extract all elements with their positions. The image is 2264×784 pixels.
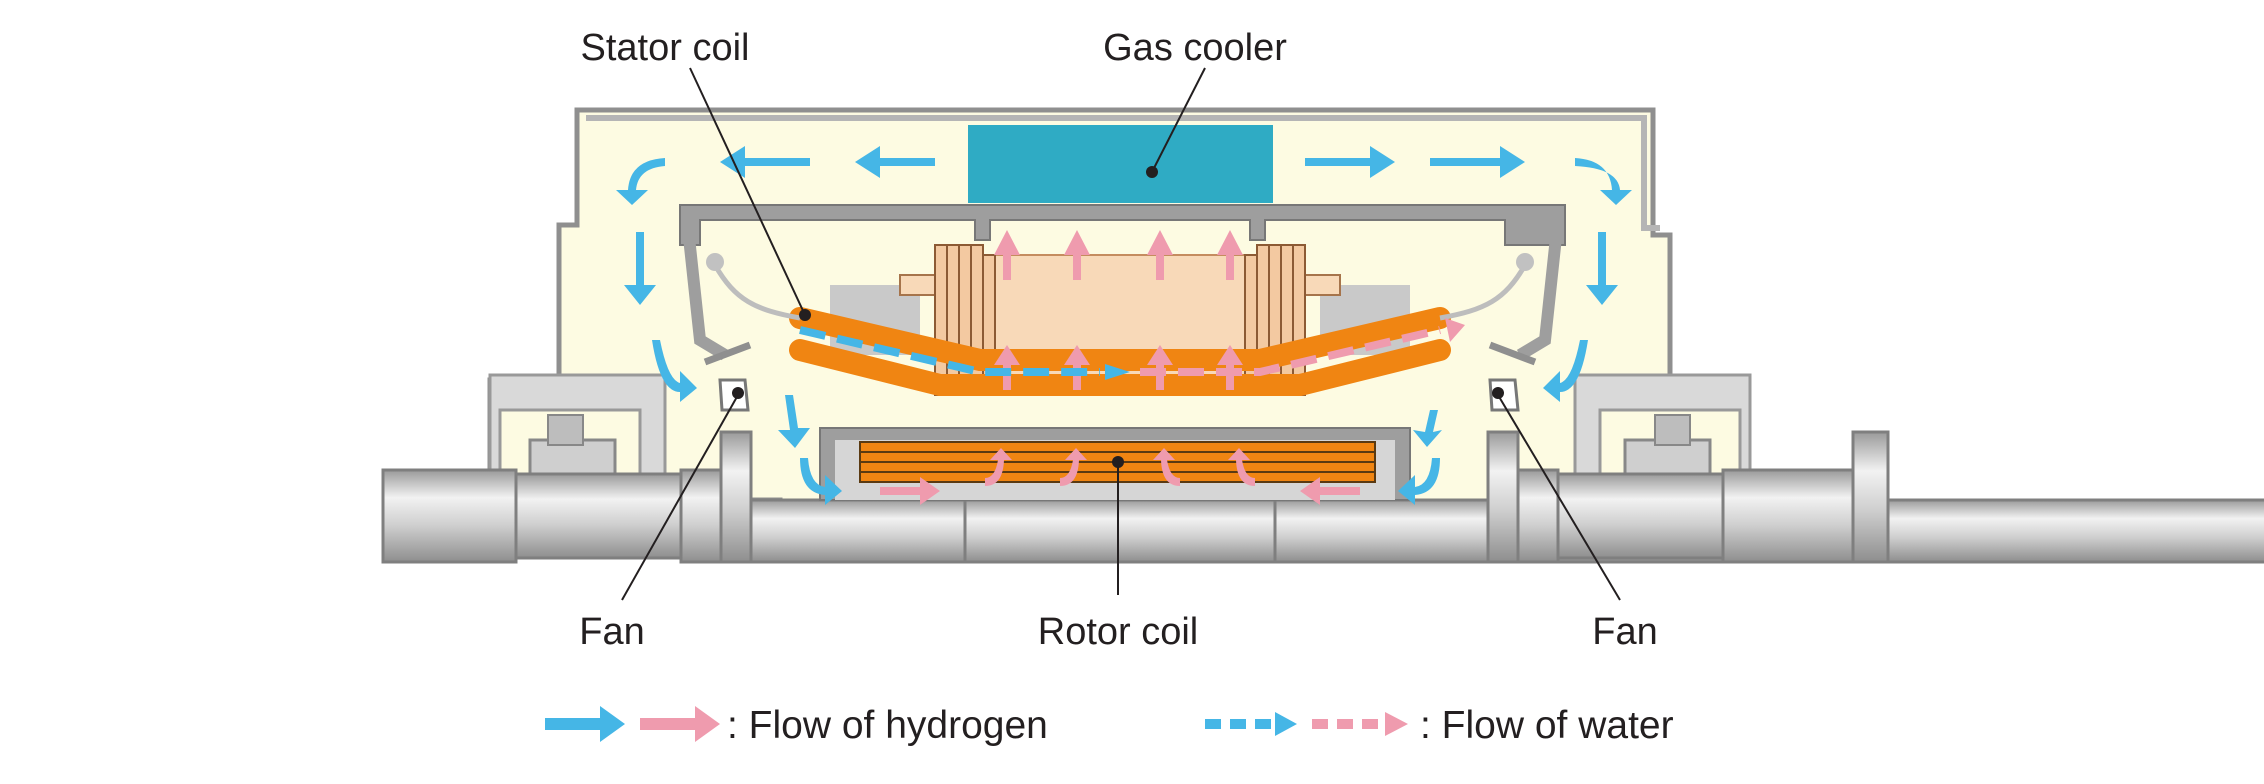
legend-water-label: : Flow of water (1420, 704, 1674, 747)
water-flow-blue-dashed (799, 326, 1130, 380)
arrow-fan-left-in (652, 340, 697, 402)
label-stator-coil: Stator coil (581, 27, 750, 69)
rotor-shaft (381, 430, 2264, 564)
arrow-down-right-curve (1575, 158, 1632, 205)
legend: : Flow of hydrogen : Flow of water (545, 704, 1674, 747)
stator-lead-left-dot (706, 253, 724, 271)
stator-coil (789, 307, 1451, 396)
arrow-down-left (624, 232, 656, 305)
legend-hydrogen-blue-arrow (545, 706, 625, 742)
arrow-left-1 (855, 146, 935, 178)
hydrogen-flow-pink-arrows (880, 230, 1360, 505)
fan-left-dot (732, 387, 744, 399)
arrow-down-right (1586, 232, 1618, 305)
arrow-left-2 (720, 146, 810, 178)
arrow-right-1 (1305, 146, 1395, 178)
stator-lead-right-dot (1516, 253, 1534, 271)
label-fan-left: Fan (579, 611, 644, 653)
legend-hydrogen-pink-arrow (640, 706, 720, 742)
water-flow-pink-dashed (1140, 318, 1465, 376)
legend-water-pink-arrow (1312, 712, 1408, 736)
hydrogen-flow-blue-arrows (616, 146, 1632, 505)
arrow-fan-right-in (1543, 340, 1588, 402)
gas-cooler-dot (1146, 166, 1158, 178)
label-gas-cooler: Gas cooler (1103, 27, 1287, 69)
arrow-bottom-left (800, 458, 842, 505)
gas-cooler-block (968, 125, 1273, 203)
label-rotor-coil: Rotor coil (1038, 611, 1199, 653)
fan-right-dot (1492, 387, 1504, 399)
arrow-cradle-right-down (1413, 410, 1442, 447)
arrow-right-2 (1430, 146, 1525, 178)
arrow-down-left-curve (616, 158, 665, 205)
stator-coil-dot (799, 309, 811, 321)
inner-housing (679, 204, 1566, 361)
leader-lines (621, 67, 1621, 601)
label-fan-right: Fan (1592, 611, 1657, 653)
arrow-cradle-left-down (778, 395, 810, 448)
legend-hydrogen-label: : Flow of hydrogen (727, 704, 1048, 747)
rotor-coil-dot (1112, 456, 1124, 468)
stator-coil-leads (712, 263, 1528, 321)
arrow-bottom-right (1398, 458, 1440, 505)
legend-water-blue-arrow (1205, 712, 1297, 736)
